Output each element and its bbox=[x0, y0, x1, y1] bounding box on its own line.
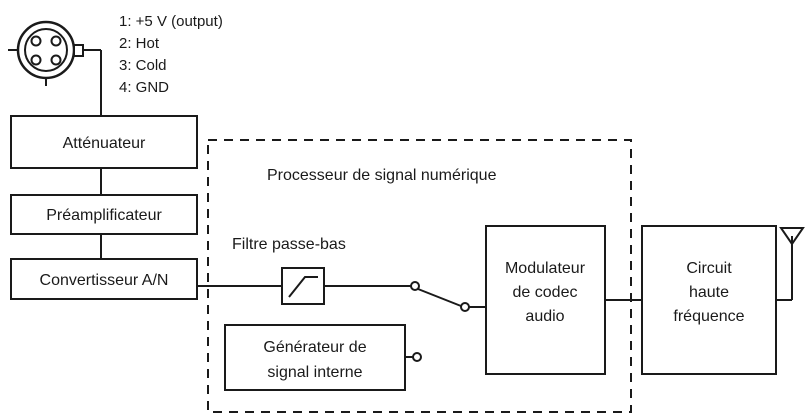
antenna-icon bbox=[779, 227, 805, 300]
lowpass-filter-icon bbox=[281, 267, 325, 305]
converter-label: Convertisseur A/N bbox=[40, 272, 169, 289]
rf-circuit-block bbox=[641, 225, 777, 375]
pin-2-label: 2: Hot bbox=[119, 35, 160, 52]
rf-label-line2: haute bbox=[689, 284, 729, 301]
preamplifier-block bbox=[10, 194, 198, 235]
signal-generator-block bbox=[224, 324, 406, 391]
pin-4-label: 4: GND bbox=[119, 79, 169, 96]
signal-generator-label-line2: signal interne bbox=[267, 364, 362, 381]
modulator-label-line1: Modulateur bbox=[505, 260, 586, 277]
preamplifier-label: Préamplificateur bbox=[46, 207, 162, 224]
modulator-label-line3: audio bbox=[525, 308, 564, 325]
converter-block bbox=[10, 258, 198, 300]
rf-label-line3: fréquence bbox=[673, 308, 744, 325]
xlr-connector-icon bbox=[8, 20, 84, 86]
pin-3-label: 3: Cold bbox=[119, 57, 167, 74]
lowpass-filter-label: Filtre passe-bas bbox=[232, 236, 346, 253]
pin-1-label: 1: +5 V (output) bbox=[119, 13, 223, 30]
input-switch-icon bbox=[410, 281, 470, 362]
attenuator-label: Atténuateur bbox=[63, 135, 146, 152]
modulator-block bbox=[485, 225, 606, 375]
dsp-boundary bbox=[207, 139, 632, 413]
attenuator-block bbox=[10, 115, 198, 169]
dsp-title: Processeur de signal numérique bbox=[267, 167, 497, 184]
modulator-label-line2: de codec bbox=[513, 284, 578, 301]
signal-generator-label-line1: Générateur de bbox=[263, 339, 366, 356]
rf-label-line1: Circuit bbox=[686, 260, 732, 277]
